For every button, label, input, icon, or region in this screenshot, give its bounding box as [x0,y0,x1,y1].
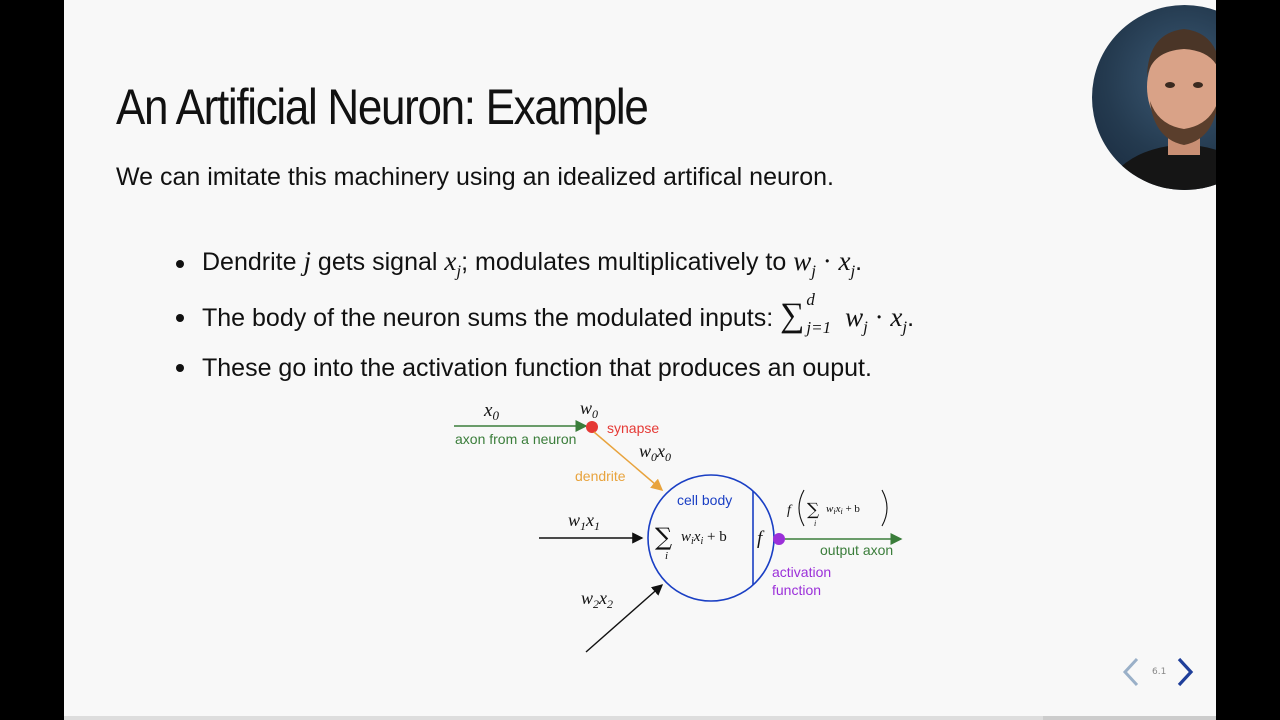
math-op: · [815,246,839,276]
output-expression: wixi + b [826,503,860,516]
slide-progress-bar [64,716,1216,720]
sum-sigma: ∑ [655,523,672,551]
math-sub: j [902,317,908,337]
slide-navigation: 6.1 [1116,652,1206,692]
output-index: i [814,519,816,528]
bullet-list: Dendrite j gets signal xj; modulates mul… [172,246,914,383]
w0x0-label: w0x0 [639,441,671,464]
progress-fill [64,716,1044,720]
input-line-2 [585,584,664,653]
bullet-text: . [855,248,863,276]
math-op: · [867,302,891,333]
prev-slide-button[interactable] [1120,656,1142,688]
math-sub: j [456,261,462,281]
bullet-item: The body of the neuron sums the modulate… [172,290,915,337]
math-expr: wj · xj [793,246,855,280]
math-var: x [890,302,903,333]
chevron-right-icon [1177,657,1194,687]
synapse-label: synapse [607,420,659,436]
next-slide-button[interactable] [1174,656,1196,688]
bullet-text: ; modulates multiplicatively to [461,248,794,276]
activation-label-1: activation [772,564,831,580]
f-symbol: f [757,528,765,549]
neuron-diagram: x0 axon from a neuron w0 synapse w0x0 de… [454,398,903,653]
sum-index: i [665,550,668,562]
output-paren-left [798,489,805,527]
slide: An Artificial Neuron: Example We can imi… [64,0,1216,720]
math-var: w [793,246,812,276]
activation-label-2: function [772,582,821,598]
bullet-text: These go into the activation function th… [202,353,872,382]
math-var: x [444,246,457,276]
output-axon-label: output axon [820,542,893,558]
output-paren-right [881,489,888,527]
bullet-text: Dendrite [202,248,304,276]
w1x1-label: w1x1 [568,510,600,533]
math-var: x [838,246,851,276]
slide-number: 6.1 [1152,667,1167,677]
cell-body-label: cell body [677,492,732,508]
axon-from-label: axon from a neuron [455,431,576,447]
chevron-left-icon [1122,657,1139,687]
bullet-text: The body of the neuron sums the modulate… [202,304,781,333]
intro-text: We can imitate this machinery using an i… [116,163,834,191]
presenter-avatar-icon [1104,29,1216,190]
presenter-webcam [1092,5,1216,190]
sum-expression: wixi + b [681,529,727,547]
dendrite-label: dendrite [575,468,626,484]
math-expr: xj [444,246,461,280]
w2x2-label: w2x2 [581,588,613,611]
bullet-item: Dendrite j gets signal xj; modulates mul… [172,246,914,281]
dendrite-line [593,431,664,491]
sum-upper: d [806,290,815,310]
math-sub: j [863,317,868,337]
bullet-text: . [907,304,915,333]
synapse-dot [586,421,598,433]
math-sub: j [850,261,856,281]
output-sigma: ∑ [807,500,819,520]
sigma-symbol: ∑ [780,297,805,335]
math-var: w [845,302,864,333]
math-var: j [303,246,311,276]
math-sub: j [811,261,816,281]
w0-label: w0 [580,398,598,421]
bullet-item: These go into the activation function th… [172,354,914,383]
bullet-text: gets signal [310,248,445,276]
slide-title: An Artificial Neuron: Example [116,79,649,135]
x0-label: x0 [483,400,499,423]
sum-lower: j=1 [806,318,832,338]
activation-dot [773,533,785,545]
output-f: f [787,503,793,518]
